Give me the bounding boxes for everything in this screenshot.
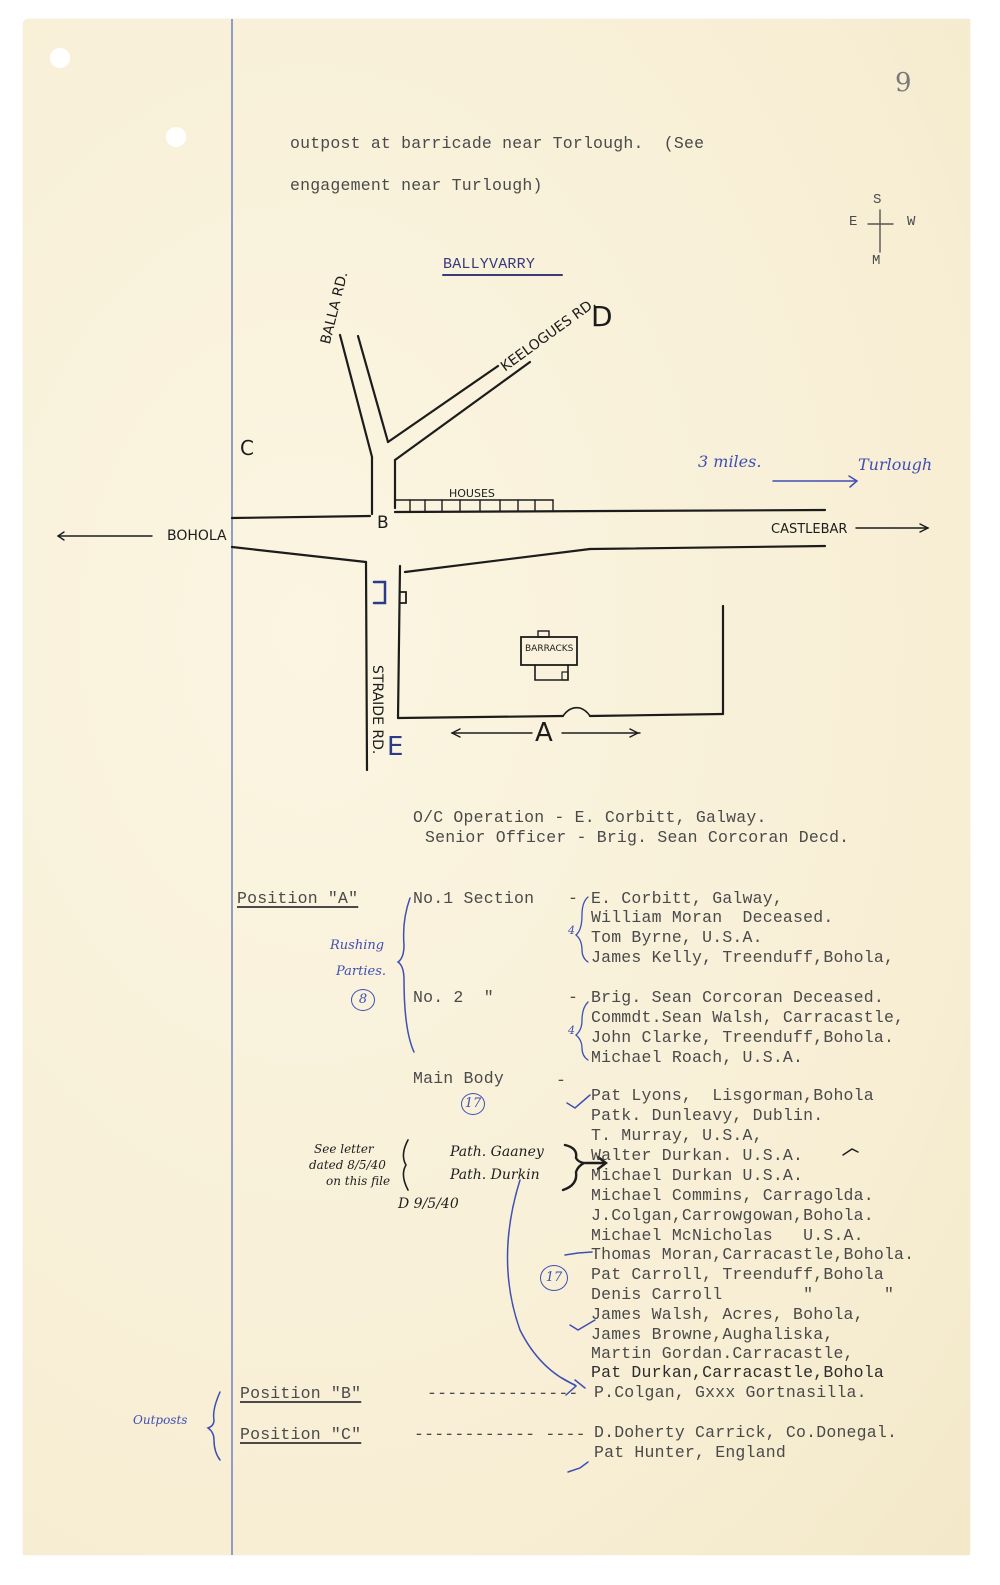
distance-annotation: 3 miles. <box>698 452 762 471</box>
member: James Kelly, Treenduff,Bohola, <box>591 948 895 967</box>
compass-top-label: S <box>873 192 882 208</box>
position-a-marker: A <box>535 718 553 748</box>
member: Tom Byrne, U.S.A. <box>591 928 763 947</box>
section-1-label: No.1 Section <box>413 889 535 908</box>
member: Denis Carroll " " <box>591 1285 895 1304</box>
main-body-label: Main Body <box>413 1069 504 1088</box>
member: Thomas Moran,Carracastle,Bohola. <box>591 1245 915 1264</box>
main-body-count-side: 17 <box>540 1265 568 1291</box>
member: William Moran Deceased. <box>591 908 834 927</box>
punch-hole <box>50 48 70 68</box>
compass-right-label: W <box>907 214 916 230</box>
member: Pat Lyons, Lisgorman,Bohola <box>591 1086 874 1105</box>
member: Martin Gordan.Carracastle, <box>591 1344 854 1363</box>
intro-line-1: outpost at barricade near Torlough. (See <box>290 134 705 153</box>
position-c-leader: ------------ ---- <box>414 1425 586 1444</box>
straide-road-label: STRAIDE RD. <box>369 665 385 755</box>
position-c-heading: Position "C" <box>240 1425 362 1444</box>
section-2-count: 4 <box>568 1024 575 1037</box>
letter-note-line-3: on this file <box>326 1174 391 1188</box>
member: Michael McNicholas U.S.A. <box>591 1226 864 1245</box>
member: James Browne,Aughaliska, <box>591 1325 834 1344</box>
letter-note-line-2: dated 8/5/40 <box>309 1158 386 1172</box>
main-body-count-circle: 17 <box>461 1093 485 1115</box>
margin-rule <box>231 19 233 1555</box>
outposts-note: Outposts <box>133 1413 188 1427</box>
turlough-annotation: Turlough <box>858 455 933 474</box>
bohola-label: BOHOLA <box>167 528 227 544</box>
oc-operation: O/C Operation - E. Corbitt, Galway. <box>413 808 767 827</box>
letter-note-initials: D 9/5/40 <box>398 1196 459 1212</box>
letter-note-name-1: Path. Gaaney <box>450 1144 544 1160</box>
section-2-label: No. 2 " <box>413 988 494 1007</box>
compass-bottom-label: M <box>872 253 881 269</box>
member: Michael Commins, Carragolda. <box>591 1186 874 1205</box>
section-2-dash: - <box>568 988 579 1007</box>
section-1-dash: - <box>568 889 579 908</box>
position-b-member: P.Colgan, Gxxx Gortnasilla. <box>594 1383 867 1402</box>
member: T. Murray, U.S.A, <box>591 1126 763 1145</box>
barracks-label: BARRACKS <box>525 644 574 654</box>
member: James Walsh, Acres, Bohola, <box>591 1305 864 1324</box>
position-e-marker: E <box>387 732 404 762</box>
rushing-count-circle: 8 <box>351 989 375 1011</box>
rushing-note: Rushing <box>330 938 385 953</box>
map-title: BALLYVARRY <box>443 256 536 273</box>
member: Walter Durkan. U.S.A. <box>591 1146 804 1165</box>
position-b-leader: --------------- <box>427 1384 579 1403</box>
main-body-dash: - <box>556 1071 567 1090</box>
member: John Clarke, Treenduff,Bohola. <box>591 1028 895 1047</box>
position-d-marker: D <box>591 300 613 333</box>
member: J.Colgan,Carrowgowan,Bohola. <box>591 1206 874 1225</box>
member: Commdt.Sean Walsh, Carracastle, <box>591 1008 905 1027</box>
member: Brig. Sean Corcoran Deceased. <box>591 988 884 1007</box>
section-1-count: 4 <box>568 924 575 937</box>
letter-note-line-1: See letter <box>314 1142 374 1156</box>
page-number: 9 <box>895 68 912 98</box>
member: Pat Carroll, Treenduff,Bohola <box>591 1265 884 1284</box>
castlebar-label: CASTLEBAR <box>771 522 848 537</box>
position-a-heading: Position "A" <box>237 889 359 908</box>
position-c-member: D.Doherty Carrick, Co.Donegal. <box>594 1423 898 1442</box>
position-b-marker: B <box>377 513 389 533</box>
punch-hole <box>166 127 186 147</box>
senior-officer: Senior Officer - Brig. Sean Corcoran Dec… <box>425 828 850 847</box>
member: Pat Durkan,Carracastle,Bohola <box>591 1363 884 1382</box>
letter-note-name-2: Path. Durkin <box>450 1167 540 1183</box>
member: Michael Roach, U.S.A. <box>591 1048 804 1067</box>
intro-line-2: engagement near Turlough) <box>290 176 543 195</box>
member: Patk. Dunleavy, Dublin. <box>591 1106 824 1125</box>
houses-label: HOUSES <box>449 487 495 500</box>
member: E. Corbitt, Galway, <box>591 889 783 908</box>
parties-note: Parties. <box>336 964 387 979</box>
compass-left-label: E <box>849 214 858 230</box>
position-c-marker: C <box>240 436 254 460</box>
member: Michael Durkan U.S.A. <box>591 1166 804 1185</box>
position-c-member: Pat Hunter, England <box>594 1443 786 1462</box>
position-b-heading: Position "B" <box>240 1384 362 1403</box>
